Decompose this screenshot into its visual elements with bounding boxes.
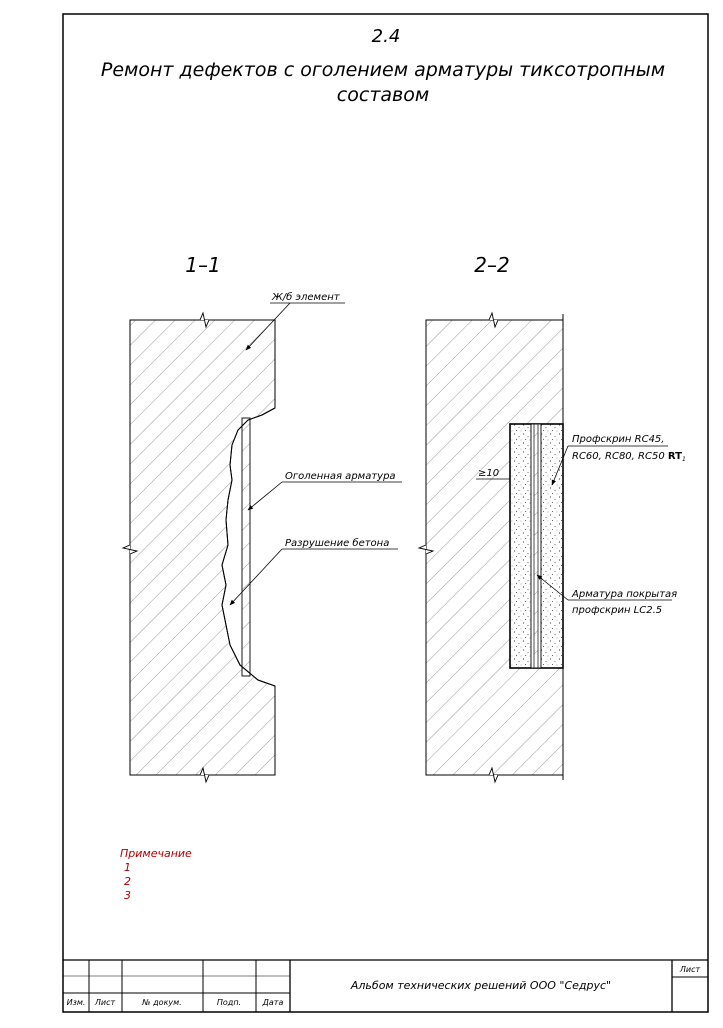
break-mark-left-2	[417, 542, 435, 557]
sheet-frame	[62, 13, 709, 1013]
callout-coated-rebar-line1: Арматура покрытая	[571, 589, 677, 600]
col-label-doc: № докум.	[141, 998, 181, 1007]
col-label-date: Дата	[262, 998, 284, 1007]
concrete-element-1	[129, 319, 276, 776]
drawing-title-line2: составом	[337, 84, 429, 106]
col-label-list: Лист	[94, 998, 116, 1007]
callout-coated-rebar-line2: профскрин LC2.5	[572, 605, 662, 616]
callout-profscreen-line1: Профскрин RC45,	[572, 434, 664, 445]
sheet-label: Лист	[679, 965, 701, 974]
section-2-2: ≥10 Профскрин RC45, RC60, RC80, RC50 RT1…	[417, 311, 686, 784]
callout-rebar-leader	[247, 481, 283, 511]
coated-rebar-core	[533, 423, 539, 669]
section-label-1-1: 1–1	[185, 253, 220, 277]
callout-element-label: Ж/б элемент	[271, 291, 341, 303]
callout-rebar-label: Оголенная арматура	[285, 471, 396, 482]
note-item-1: 1	[124, 861, 131, 874]
break-mark-top-2	[485, 311, 502, 329]
callout-profscreen-leader	[551, 445, 569, 486]
callout-profscreen-line2: RC60, RC80, RC50 RT1	[572, 451, 686, 463]
drawing-number: 2.4	[372, 26, 401, 47]
section-1-1: Ж/б элемент Оголенная арматура Разрушени…	[121, 291, 402, 784]
col-label-izm: Изм.	[67, 998, 86, 1007]
callout-element-leader	[245, 302, 291, 351]
notes-heading: Примечание	[120, 847, 192, 860]
callout-damage-label: Разрушение бетона	[285, 537, 389, 549]
depth-dimension-label: ≥10	[478, 468, 499, 479]
break-mark-bottom-2	[485, 766, 502, 784]
note-item-3: 3	[124, 889, 131, 902]
section-label-2-2: 2–2	[474, 253, 509, 277]
note-item-2: 2	[124, 875, 131, 888]
break-mark-top-1	[196, 311, 213, 329]
title-block: Изм. Лист № докум. Подп. Дата Альбом тех…	[63, 959, 708, 1012]
callout-coated-rebar-leader	[536, 574, 569, 601]
col-label-sign: Подп.	[217, 998, 241, 1007]
notes-block: Примечание 1 2 3	[120, 847, 192, 902]
break-mark-left-1	[121, 542, 139, 557]
album-title: Альбом технических решений ООО "Седрус"	[350, 979, 611, 992]
drawing-title-line1: Ремонт дефектов с оголением арматуры тик…	[101, 59, 665, 81]
damage-outline	[221, 407, 276, 687]
break-mark-bottom-1	[196, 766, 213, 784]
exposed-rebar	[241, 417, 251, 677]
callout-damage-leader	[229, 548, 283, 606]
